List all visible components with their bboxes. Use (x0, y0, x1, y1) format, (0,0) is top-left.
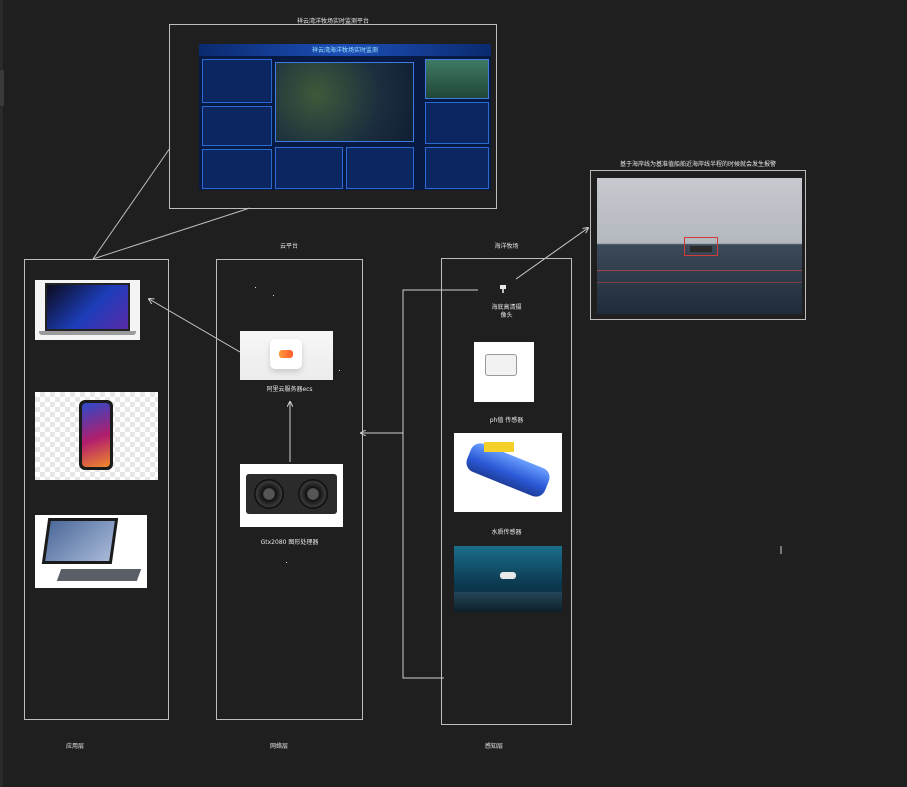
ship-detection-box (684, 237, 718, 256)
alert-caption: 基于海岸线为基准值船舶近海岸线半程的时候就会发生报警 (619, 161, 776, 168)
network-layer-label: 网络层 (269, 743, 288, 750)
ecs-to-app-arrow (149, 299, 241, 353)
sensor-tag (484, 442, 514, 452)
camera-icon (500, 285, 506, 293)
underwater-rov-image (454, 546, 562, 612)
seabed (454, 592, 562, 612)
application-layer-frame (24, 259, 169, 720)
laptop-screen (45, 283, 130, 331)
dashboard-panel-intro (202, 59, 272, 103)
speck (339, 370, 340, 371)
aliyun-ecs-image (240, 331, 333, 380)
laptop-base (39, 331, 136, 335)
speck (255, 287, 256, 288)
tablet-body (41, 518, 119, 564)
tablet-keyboard (56, 569, 142, 581)
camera-label-line2: 像头 (500, 312, 513, 319)
canvas-left-edge (0, 0, 3, 787)
ship (690, 246, 712, 252)
dashboard-topbar (199, 44, 491, 56)
perception-layer-frame (441, 258, 572, 725)
camera-label-line1: 海底高清摄 (491, 304, 522, 311)
canvas-left-marker (0, 70, 4, 106)
dashboard-panel-bars (275, 147, 343, 189)
dashboard-camera-thumbnail (425, 59, 489, 99)
gpu-fan-icon (254, 479, 284, 509)
ecs-label: 阿里云服务器ecs (266, 386, 313, 393)
ph-sensor-image (474, 342, 534, 402)
gpu-image (240, 464, 343, 527)
alert-frame (590, 170, 806, 320)
gpu-fan-icon (298, 479, 328, 509)
dashboard-panel-area (425, 147, 489, 189)
dashboard-frame (169, 24, 497, 209)
dashboard-screen-title: 祥云湾海洋牧场实时监测 (311, 47, 378, 54)
ocean-ranch-header: 海洋牧场 (494, 243, 519, 250)
rov-drone (500, 572, 516, 579)
phone-device (35, 392, 158, 480)
laptop-device (35, 280, 140, 340)
cloud-platform-header: 云平台 (279, 243, 298, 250)
coastline-reference-line-2 (597, 282, 802, 283)
dashboard-caption: 祥云湾洋牧场实时监测平台 (296, 18, 369, 25)
perception-bracket (402, 289, 478, 679)
dashboard-map (275, 62, 414, 142)
ecs-cube (270, 339, 302, 369)
phone-body (79, 400, 113, 470)
dashboard-screenshot: 祥云湾海洋牧场实时监测 (199, 44, 491, 190)
ph-sensor-label: ph值 传感器 (489, 417, 524, 424)
app-to-dashboard-line-1 (92, 147, 171, 260)
coastline-reference-line (597, 270, 802, 271)
camera-to-alert-arrow (515, 228, 588, 280)
dashboard-panel-linechart (202, 106, 272, 146)
application-layer-label: 应用层 (65, 743, 84, 750)
ph-sensor-box (485, 354, 517, 376)
speck (286, 562, 287, 563)
speck (273, 295, 274, 296)
water-quality-sensor-image (454, 433, 562, 512)
perception-layer-label: 感知层 (484, 743, 503, 750)
dashboard-panel-radar (202, 149, 272, 189)
gpu-card (246, 474, 337, 514)
sea-surveillance-photo (597, 178, 802, 314)
tablet-device (35, 515, 147, 588)
water-quality-sensor-label: 水质传感器 (491, 529, 522, 536)
network-layer-frame (216, 259, 363, 720)
dashboard-panel-gauge (425, 102, 489, 144)
app-to-dashboard-line-2 (92, 207, 251, 260)
dashboard-panel-line (346, 147, 414, 189)
gpu-label: Gtx2080 图形处理器 (260, 539, 319, 546)
